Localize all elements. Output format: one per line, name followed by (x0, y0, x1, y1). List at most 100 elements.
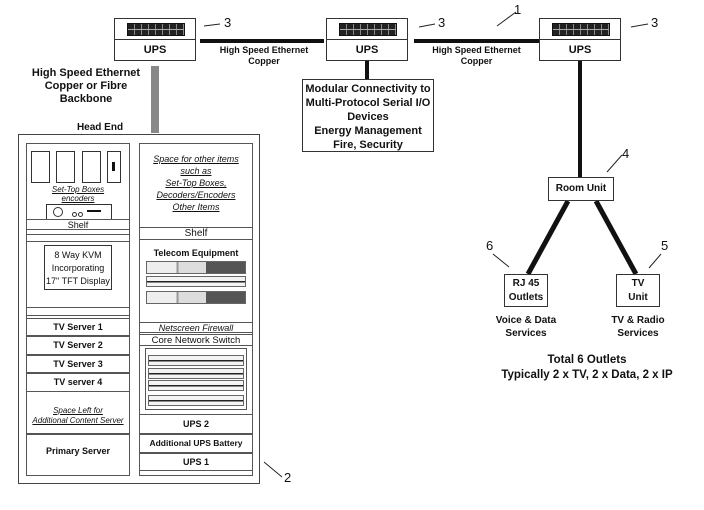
ref-arrow-5 (649, 254, 661, 268)
ref-6: 6 (486, 238, 493, 253)
tv-radio-line-2: Services (596, 327, 680, 340)
rj45-outlets-box: RJ 45 Outlets (504, 274, 548, 307)
ref-arrow-3b (419, 24, 435, 27)
ref-2: 2 (284, 470, 291, 485)
space-left-line-1: Space Left for (27, 406, 129, 416)
stb-label: Set-Top Boxes encoders (27, 185, 129, 203)
ref-arrow-2 (264, 462, 282, 477)
space-left-line-2: Additional Content Server (27, 416, 129, 426)
modular-line-3: Devices (303, 110, 433, 124)
ref-3c: 3 (651, 15, 658, 30)
modular-line-5: Fire, Security (303, 138, 433, 152)
link-2-label: High Speed Ethernet Copper (414, 45, 539, 67)
telecom-device (146, 261, 246, 274)
tv-unit-box: TV Unit (616, 274, 660, 307)
total-line-2: Typically 2 x TV, 2 x Data, 2 x IP (474, 368, 700, 383)
telecom-label: Telecom Equipment (140, 248, 252, 258)
backbone-line-2: Copper or Fibre (22, 80, 150, 93)
tv-link (596, 201, 636, 274)
modular-line-4: Energy Management (303, 124, 433, 138)
link-2-line-1: High Speed Ethernet (414, 45, 539, 56)
ethernet-ports-icon (127, 23, 185, 36)
switch-blade (148, 368, 244, 379)
core-network-switch-label: Core Network Switch (140, 334, 252, 346)
backbone-line-3: Backbone (22, 93, 150, 106)
telecom-device (146, 276, 246, 287)
additional-ups-battery: Additional UPS Battery (140, 434, 252, 453)
link-1-line-2: Copper (204, 56, 324, 67)
backbone-cable (151, 66, 159, 133)
kvm-line-2: Incorporating (45, 262, 111, 275)
modular-line-1: Modular Connectivity to (303, 82, 433, 96)
ref-arrow-3c (631, 24, 648, 27)
stb-slot-icon (56, 151, 75, 183)
voice-data-line-1: Voice & Data (484, 314, 568, 327)
space-other-label: Space for other items such as Set-Top Bo… (140, 153, 252, 213)
space-left-label: Space Left for Additional Content Server (27, 406, 129, 426)
tv-radio-line-1: TV & Radio (596, 314, 680, 327)
kvm-display-box: 8 Way KVM Incorporating 17" TFT Display (44, 245, 112, 290)
blank-slot (27, 234, 129, 242)
stb-slot-icon (82, 151, 101, 183)
stb-slot-icon (31, 151, 50, 183)
ethernet-ports-icon (339, 23, 397, 36)
rj45-line-1: RJ 45 (505, 277, 547, 291)
stb-label-line-2: encoders (27, 194, 129, 203)
tv-unit-line-1: TV (617, 277, 659, 291)
ups-unit-2: UPS (326, 18, 408, 66)
ups-unit-1: UPS (114, 18, 196, 66)
ref-3a: 3 (224, 15, 231, 30)
ref-5: 5 (661, 238, 668, 253)
voice-data-line-2: Services (484, 327, 568, 340)
backbone-label: High Speed Ethernet Copper or Fibre Back… (22, 67, 150, 106)
switch-blade (148, 355, 244, 366)
space-other-line-3: Set-Top Boxes, (140, 177, 252, 189)
tv-server-4: TV server 4 (27, 373, 129, 392)
link-1-line-1: High Speed Ethernet (204, 45, 324, 56)
left-rack: Set-Top Boxes encoders Shelf 8 Way KVM I… (26, 143, 130, 476)
modular-line-2: Multi-Protocol Serial I/O (303, 96, 433, 110)
switch-blade (148, 395, 244, 406)
ups-label: UPS (539, 39, 621, 61)
core-switch-chassis (145, 348, 247, 410)
netscreen-firewall: Netscreen Firewall (140, 322, 252, 333)
ref-3b: 3 (438, 15, 445, 30)
rj45-link (528, 201, 568, 274)
room-unit: Room Unit (548, 177, 614, 201)
ethernet-ports-icon (552, 23, 610, 36)
ref-4: 4 (622, 146, 629, 161)
primary-server: Primary Server (27, 446, 129, 456)
ref-arrow-4 (607, 155, 622, 172)
tv-unit-line-2: Unit (617, 291, 659, 305)
switch-blade (148, 380, 244, 391)
total-line-1: Total 6 Outlets (474, 353, 700, 368)
kvm-line-3: 17" TFT Display (45, 275, 111, 288)
ups-label: UPS (326, 39, 408, 61)
space-other-line-4: Decoders/Encoders (140, 189, 252, 201)
ups-1: UPS 1 (140, 453, 252, 471)
backbone-line-1: High Speed Ethernet (22, 67, 150, 80)
space-other-line-2: such as (140, 165, 252, 177)
link-1-label: High Speed Ethernet Copper (204, 45, 324, 67)
ups-2: UPS 2 (140, 414, 252, 434)
divider (27, 433, 129, 435)
ups-unit-3: UPS (539, 18, 621, 66)
space-other-line-5: Other Items (140, 201, 252, 213)
ups-label: UPS (114, 39, 196, 61)
voice-data-caption: Voice & Data Services (484, 314, 568, 340)
link-2-line-2: Copper (414, 56, 539, 67)
tv-server-1: TV Server 1 (27, 318, 129, 336)
stb-label-line-1: Set-Top Boxes (27, 185, 129, 194)
shelf-right: Shelf (140, 227, 252, 240)
stb-slot-icon (107, 151, 121, 183)
space-other-line-1: Space for other items (140, 153, 252, 165)
shelf-left: Shelf (27, 219, 129, 230)
modular-connectivity-box: Modular Connectivity to Multi-Protocol S… (302, 79, 434, 152)
kvm-line-1: 8 Way KVM (45, 249, 111, 262)
tv-server-2: TV Server 2 (27, 336, 129, 355)
right-rack: Space for other items such as Set-Top Bo… (139, 143, 253, 476)
total-outlets-note: Total 6 Outlets Typically 2 x TV, 2 x Da… (474, 353, 700, 383)
blank-slot (27, 307, 129, 316)
tv-radio-caption: TV & Radio Services (596, 314, 680, 340)
ref-arrow-6 (493, 254, 509, 267)
